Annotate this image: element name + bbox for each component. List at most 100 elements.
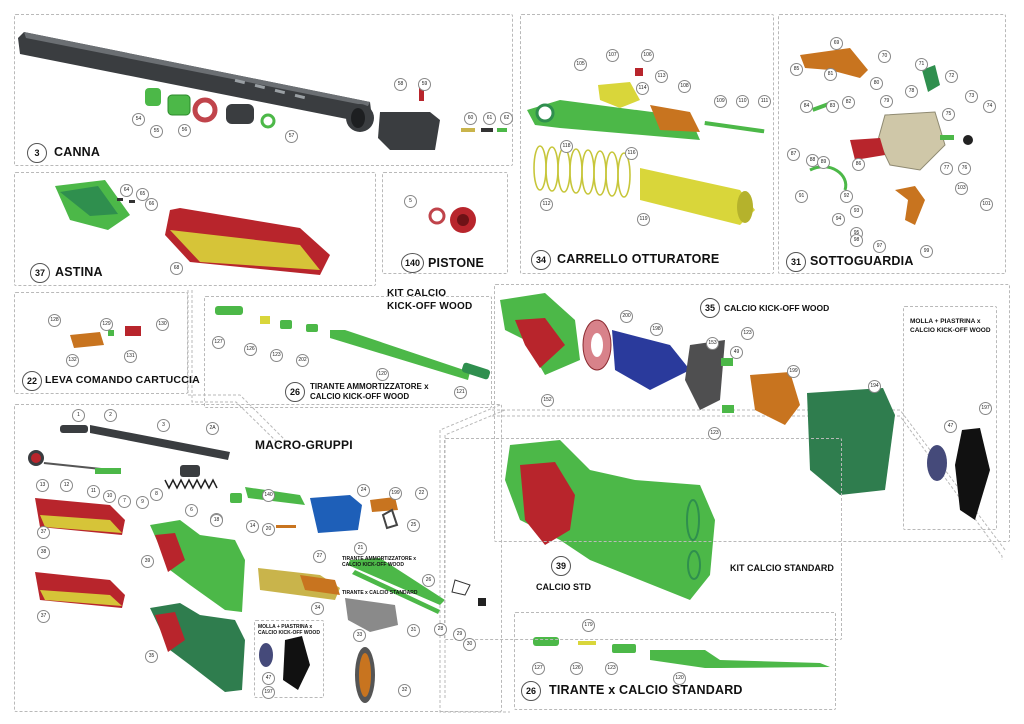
part-callout-calcio_kickoff-200: 200 <box>620 310 633 323</box>
part-callout-sottoguardia-77: 77 <box>940 162 953 175</box>
canna-title: CANNA <box>54 145 101 159</box>
part-callout-leva-129: 129 <box>100 318 113 331</box>
standard-stock-drawing <box>505 440 715 600</box>
panel-sottoguardia <box>778 14 1006 274</box>
part-callout-sottoguardia-69: 69 <box>830 37 843 50</box>
part-callout-macro-34: 34 <box>311 602 324 615</box>
part-callout-macro-197: 197 <box>262 686 275 699</box>
part-callout-macro-31: 31 <box>407 624 420 637</box>
leva-title: LEVA COMANDO CARTUCCIA <box>45 374 200 386</box>
part-callout-sottoguardia-89: 89 <box>817 156 830 169</box>
part-callout-sottoguardia-71: 71 <box>915 58 928 71</box>
recoil-rod-kit-drawing <box>215 306 491 380</box>
part-callout-macro-37: 37 <box>37 526 50 539</box>
part-callout-carrello-112: 112 <box>540 198 553 211</box>
leva-number-badge: 22 <box>22 371 42 391</box>
part-callout-kit_kickoff-126: 126 <box>244 343 257 356</box>
part-callout-leva-132: 132 <box>66 354 79 367</box>
panel-leva <box>14 292 188 394</box>
part-callout-macro-14: 14 <box>246 520 259 533</box>
part-callout-macro-33: 33 <box>353 629 366 642</box>
part-callout-macro-27: 27 <box>313 550 326 563</box>
part-callout-astina-68: 68 <box>170 262 183 275</box>
part-callout-sottoguardia-103: 103 <box>955 182 968 195</box>
trigger-group-drawing <box>800 48 973 225</box>
macro-note1-line2: CALCIO KICK-OFF WOOD <box>342 562 404 568</box>
part-callout-astina-65: 65 <box>136 188 149 201</box>
part-callout-sottoguardia-83: 83 <box>826 100 839 113</box>
part-callout-sottoguardia-93: 93 <box>850 205 863 218</box>
part-callout-canna-58: 58 <box>394 78 407 91</box>
piston-drawing <box>428 207 476 233</box>
part-callout-kit_kickoff-202: 202 <box>296 354 309 367</box>
part-callout-sottoguardia-72: 72 <box>945 70 958 83</box>
kit-kickoff-sub-line1: TIRANTE AMMORTIZZATORE x <box>310 382 429 391</box>
part-callout-macro-140: 140 <box>262 489 275 502</box>
macro-note2: TIRANTE x CALCIO STANDARD <box>342 590 418 596</box>
part-callout-sottoguardia-88: 88 <box>806 154 819 167</box>
part-callout-leva-130: 130 <box>156 318 169 331</box>
part-callout-macro-12: 12 <box>60 479 73 492</box>
part-callout-canna-54: 54 <box>132 113 145 126</box>
tirante-std-number-badge: 26 <box>521 681 541 701</box>
part-callout-macro-18: 18 <box>210 514 223 527</box>
part-callout-calcio_kickoff-123: 123 <box>708 427 721 440</box>
macro-note1-line1: TIRANTE AMMORTIZZATORE x <box>342 556 417 562</box>
part-callout-macro-11: 11 <box>87 485 100 498</box>
part-callout-sottoguardia-81: 81 <box>824 68 837 81</box>
pistone-title: PISTONE <box>428 256 485 270</box>
calcio-kickoff-title: CALCIO KICK-OFF WOOD <box>724 303 830 313</box>
part-callout-leva-131: 131 <box>124 350 137 363</box>
part-callout-macro-2A: 2A <box>206 422 219 435</box>
part-callout-calcio_kickoff-153: 153 <box>706 337 719 350</box>
macro-molla-line1: MOLLA + PIASTRINA x <box>258 624 313 630</box>
part-callout-kit_kickoff-121: 121 <box>454 386 467 399</box>
pistone-number-badge: 140 <box>401 253 424 273</box>
part-callout-macro-30: 30 <box>463 638 476 651</box>
calcio-kickoff-number-badge: 35 <box>700 298 720 318</box>
barrel-drawing <box>18 32 374 132</box>
calcio-std-title: CALCIO STD <box>536 582 591 592</box>
part-callout-calcio_kickoff-197: 197 <box>979 402 992 415</box>
part-callout-kit_kickoff-120: 120 <box>376 368 389 381</box>
part-callout-calcio_kickoff-123: 123 <box>741 327 754 340</box>
part-callout-leva-128: 128 <box>48 314 61 327</box>
carrello-number-badge: 34 <box>531 250 551 270</box>
macro-title: MACRO-GRUPPI <box>255 438 353 452</box>
part-callout-carrello-110: 110 <box>736 95 749 108</box>
astina-title: ASTINA <box>55 265 103 279</box>
part-callout-macro-1: 1 <box>72 409 85 422</box>
part-callout-sottoguardia-82: 82 <box>842 96 855 109</box>
barrel-small-parts <box>145 87 507 150</box>
sottoguardia-number-badge: 31 <box>786 252 806 272</box>
part-callout-sottoguardia-84: 84 <box>800 100 813 113</box>
part-callout-macro-47: 47 <box>262 672 275 685</box>
part-callout-calcio_kickoff-49: 49 <box>730 346 743 359</box>
part-callout-macro-35: 35 <box>145 650 158 663</box>
part-callout-carrello-114: 114 <box>636 82 649 95</box>
astina-number-badge: 37 <box>30 263 50 283</box>
part-callout-tirante_std-123: 123 <box>605 662 618 675</box>
carrello-title: CARRELLO OTTURATORE <box>557 252 720 266</box>
part-callout-macro-21: 21 <box>354 542 367 555</box>
part-callout-macro-7: 7 <box>118 495 131 508</box>
part-callout-canna-56: 56 <box>178 124 191 137</box>
part-callout-kit_kickoff-127: 127 <box>212 336 225 349</box>
part-callout-tirante_std-127: 127 <box>532 662 545 675</box>
kit-kickoff-number-badge: 26 <box>285 382 305 402</box>
part-callout-macro-6: 6 <box>185 504 198 517</box>
part-callout-canna-62: 62 <box>500 112 513 125</box>
panel-connector-lines <box>187 290 1006 713</box>
part-callout-macro-3: 3 <box>157 419 170 432</box>
part-callout-sottoguardia-97: 97 <box>873 240 886 253</box>
part-callout-carrello-105: 105 <box>574 58 587 71</box>
calcio-std-number-badge: 39 <box>551 556 571 576</box>
part-callout-macro-13: 13 <box>36 479 49 492</box>
part-callout-macro-20: 20 <box>262 523 275 536</box>
part-callout-calcio_kickoff-199: 199 <box>787 365 800 378</box>
part-callout-macro-2: 2 <box>104 409 117 422</box>
part-callout-canna-55: 55 <box>150 125 163 138</box>
part-callout-canna-61: 61 <box>483 112 496 125</box>
part-callout-carrello-119: 119 <box>637 213 650 226</box>
part-callout-macro-24: 24 <box>357 484 370 497</box>
